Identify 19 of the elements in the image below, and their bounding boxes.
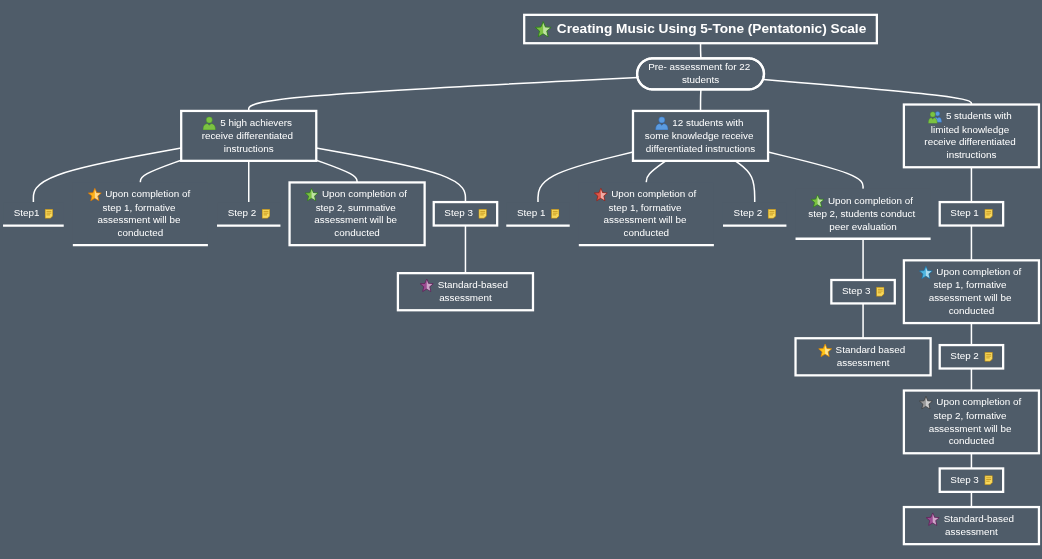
node-box: Step 3 [432,200,499,227]
node-box: Upon completion of step 2, formative assessment will be conducted [902,389,1041,455]
node-box: Step 2 [938,343,1005,370]
node-box: Step 3 [938,467,1005,493]
node-box: Standard based assessment [794,337,932,377]
node-box: Creating Music Using 5-Tone (Pentatonic) Scale [523,13,878,45]
node-box: Step 3 [830,278,896,305]
node-box: Upon completion of step 2, summative assessment will be conducted [288,181,426,247]
node-box: 5 students with limited knowledge receive differentiated instructions [902,103,1041,169]
connector [247,160,250,203]
node-box: 12 students with some knowledge receive differentiated instructions [631,109,770,162]
node-box: Upon completion of step 1, formative assessment will be conducted [902,259,1041,325]
node-box: 5 high achievers receive differentiated instructions [180,109,318,162]
node-box: Step 1 [938,200,1005,227]
node-box: Standard-based assessment [396,272,535,312]
node-box: Standard-based assessment [902,505,1041,546]
connector [734,160,756,203]
connector [32,147,182,203]
connector [315,147,467,203]
